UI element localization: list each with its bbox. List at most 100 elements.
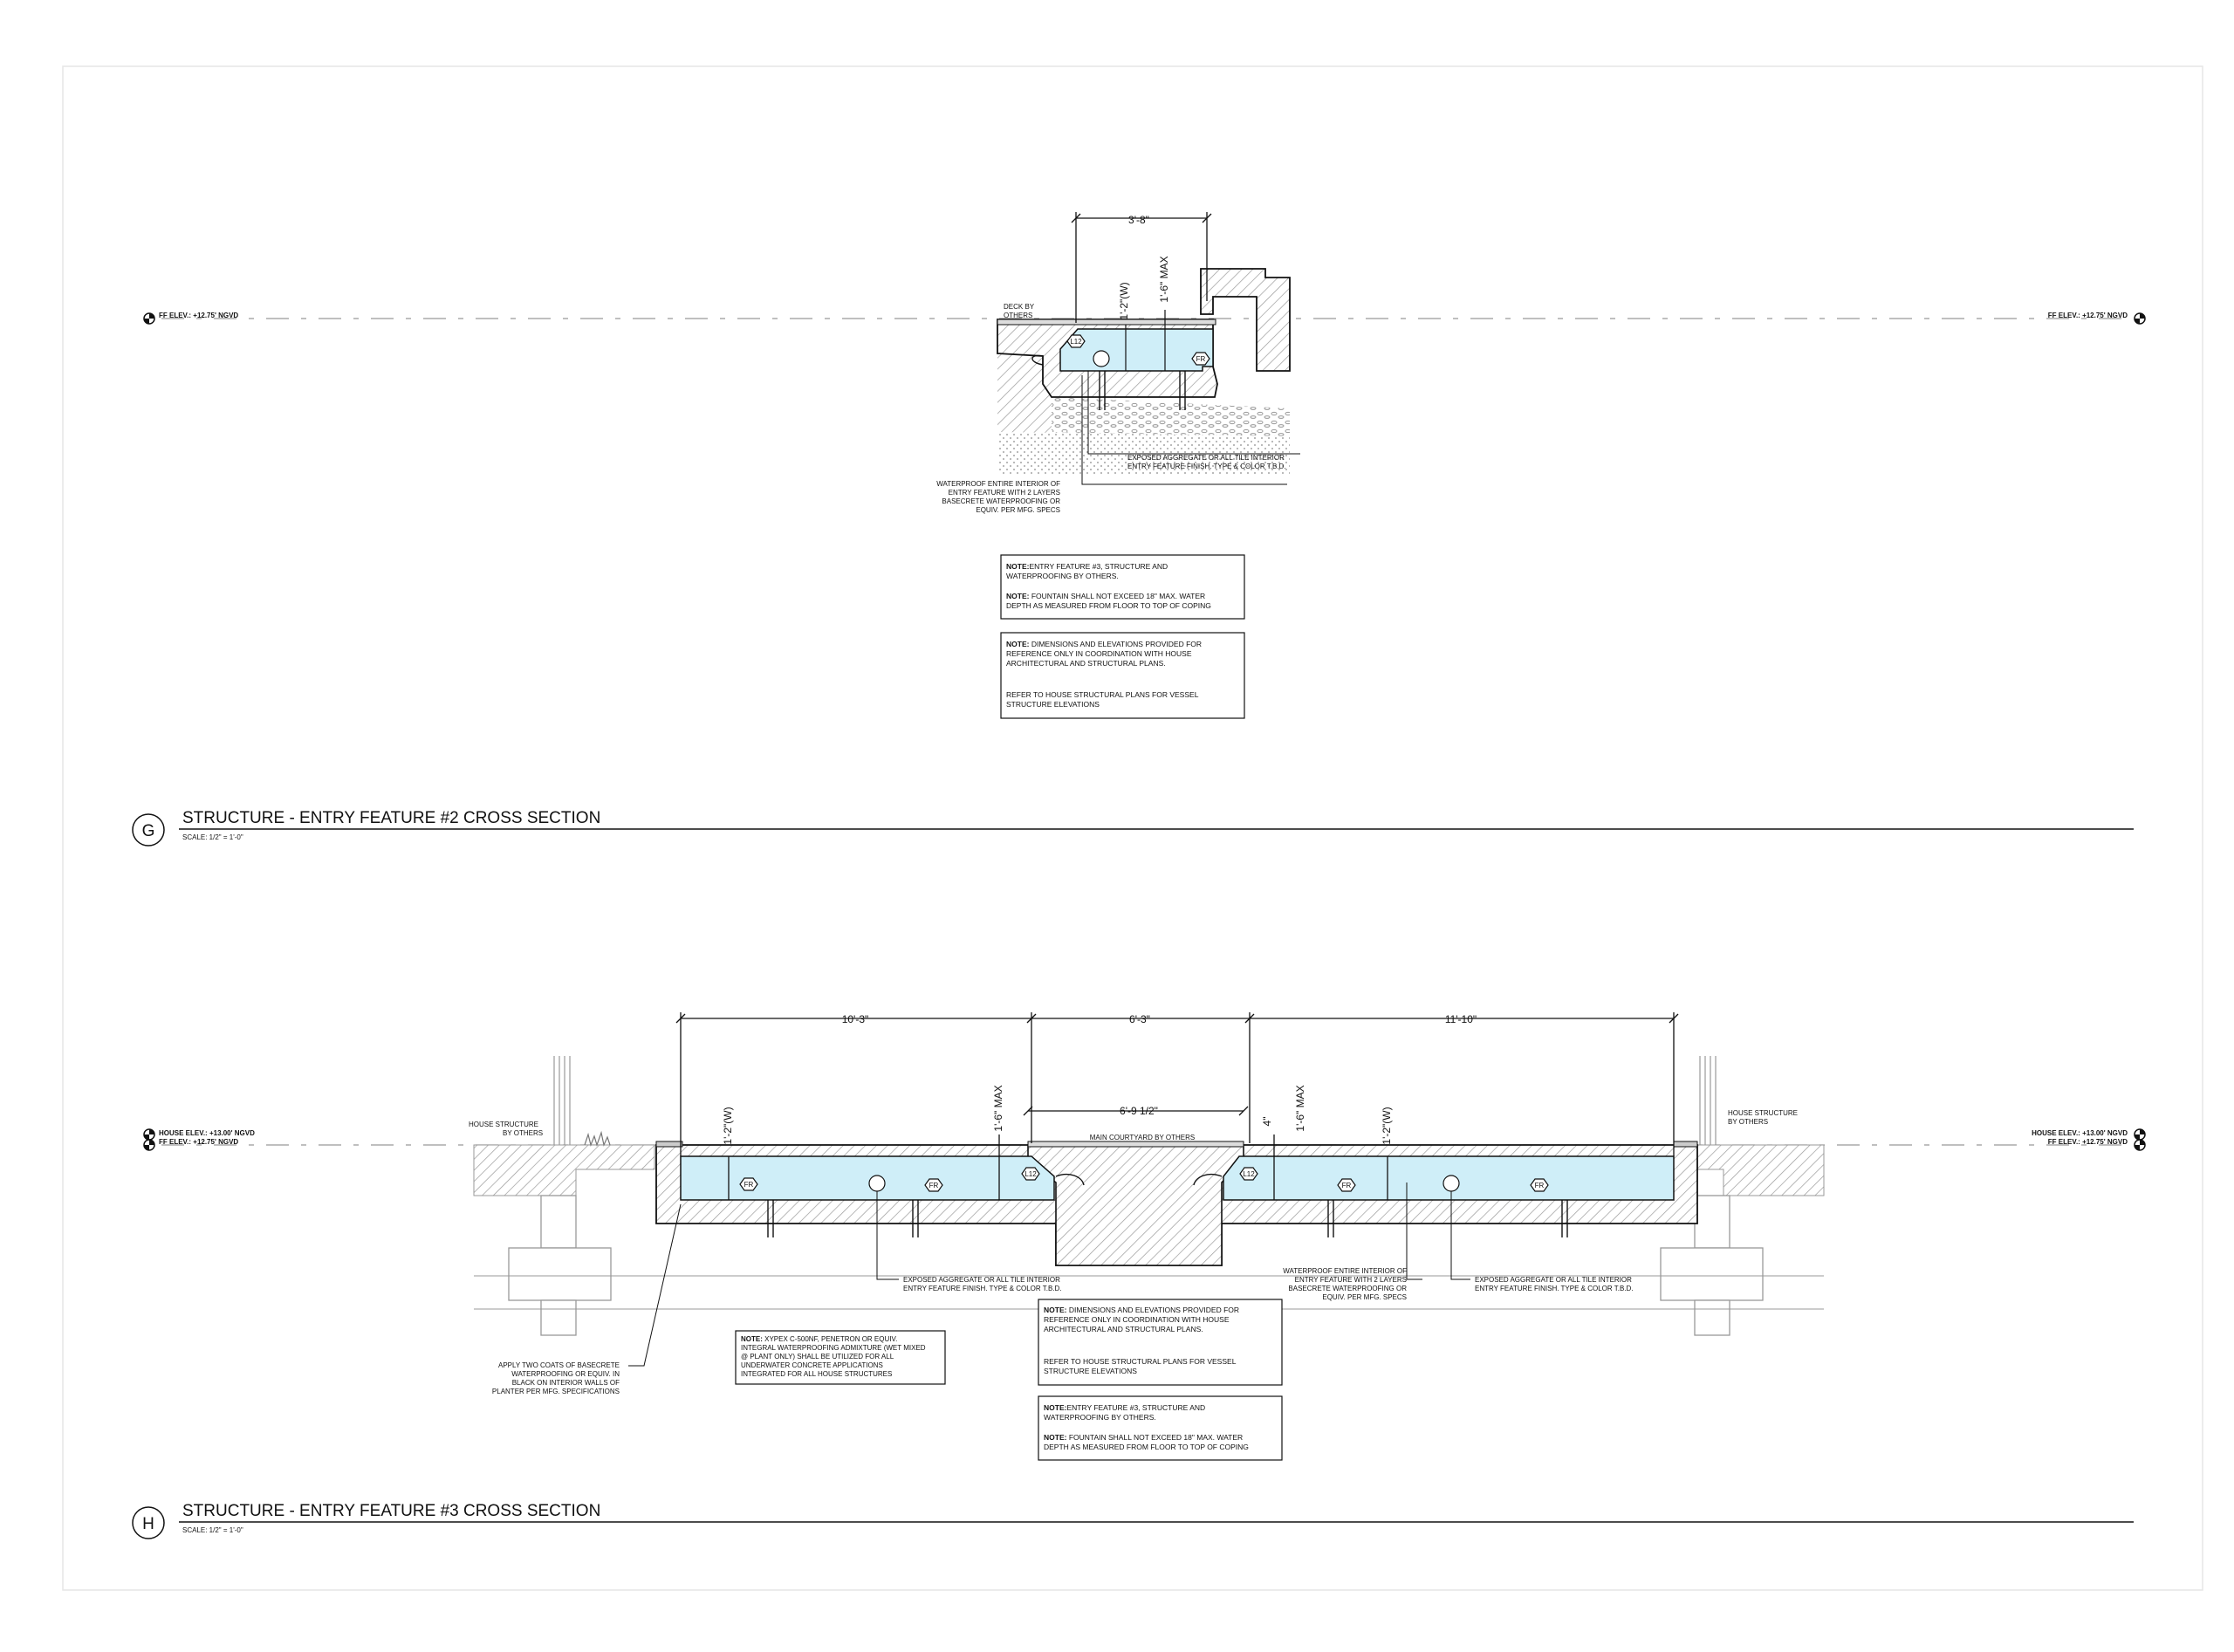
note-h2-line-2: STRUCTURE ELEVATIONS — [1044, 1367, 1137, 1375]
callouts-h-leaders — [628, 1182, 1470, 1367]
section-h-scale: SCALE: 1/2" = 1'-0" — [182, 1526, 243, 1534]
sheet-border — [62, 65, 2203, 1591]
tag-l12-icon-h2: L12 — [1239, 1167, 1258, 1181]
tag-fr-h1-label: FR — [744, 1181, 754, 1189]
callout-finish-left-2: ENTRY FEATURE FINISH. TYPE & COLOR T.B.D… — [903, 1285, 1062, 1292]
tag-fr-h3-label: FR — [1342, 1182, 1352, 1189]
house-structure-left — [473, 1144, 655, 1196]
ff-elev-left: FF ELEV.: +12.75' NGVD — [159, 1138, 238, 1146]
callout-waterproof-line-1: WATERPROOF ENTIRE INTERIOR OF — [936, 480, 1060, 488]
tag-fr-icon-h2: FR — [924, 1178, 943, 1192]
tag-fr-icon-h1: FR — [739, 1177, 758, 1191]
dimension-center-label: 6'-3" — [1129, 1013, 1150, 1025]
dimension-width-label: 3'-8" — [1128, 214, 1149, 226]
callout-finish-leader — [1081, 371, 1300, 485]
section-g-note-box-2 — [1000, 632, 1245, 719]
drain-pipes-icon — [1031, 354, 1186, 410]
house-footing-right — [1660, 1247, 1764, 1301]
elevation-label-right: FF ELEV.: +12.75' NGVD — [2048, 312, 2128, 319]
dimension-left-label: 10'-3" — [842, 1013, 869, 1025]
water-basin-left — [680, 1155, 1055, 1201]
callout-finish-line-1: EXPOSED AGGREGATE OR ALL TILE INTERIOR — [1127, 454, 1285, 462]
house-structure-right — [1696, 1144, 1825, 1196]
callout-waterproof-2: ENTRY FEATURE WITH 2 LAYERS — [1295, 1276, 1407, 1284]
note-xypex-line-4: UNDERWATER CONCRETE APPLICATIONS — [741, 1361, 883, 1369]
note-h-box-2 — [1038, 1395, 1283, 1461]
coping-right — [1673, 1141, 1698, 1148]
note-g3-line-2: REFERENCE ONLY IN COORDINATION WITH HOUS… — [1006, 649, 1192, 658]
inlet-fitting-h1-icon — [868, 1175, 886, 1192]
section-g: FF ELEV.: +12.75' NGVD FF ELEV.: +12.75'… — [132, 212, 2146, 847]
elevation-marker-h-left-icon — [143, 1128, 155, 1151]
house-left-label-2: BY OTHERS — [503, 1129, 543, 1137]
callout-waterproof-4: EQUIV. PER MFG. SPECS — [1322, 1293, 1407, 1301]
tag-l12-h2-label: L12 — [1243, 1170, 1255, 1178]
note-h2-line-1: REFER TO HOUSE STRUCTURAL PLANS FOR VESS… — [1044, 1357, 1237, 1366]
planter-grass-icon — [584, 1130, 611, 1147]
section-marker-h — [132, 1506, 165, 1539]
dimension-w-right-label: 1'-2"(W) — [1381, 1107, 1393, 1144]
note-h3-line-1: NOTE:ENTRY FEATURE #3, STRUCTURE AND — [1044, 1403, 1205, 1412]
courtyard-slab — [1027, 1141, 1244, 1148]
dimension-max-left-label: 1'-6" MAX — [992, 1085, 1004, 1131]
section-marker-g — [132, 813, 165, 847]
elevation-marker-h-right-icon — [2134, 1128, 2146, 1151]
section-g-note-box-1 — [1000, 554, 1245, 620]
note-h4-line-2: DEPTH AS MEASURED FROM FLOOR TO TOP OF C… — [1044, 1443, 1249, 1451]
section-g-water — [1059, 328, 1214, 372]
house-right-label-1: HOUSE STRUCTURE — [1728, 1109, 1798, 1117]
note-g1-line-2: WATERPROOFING BY OTHERS. — [1006, 572, 1119, 580]
note-xypex-line-3: @ PLANT ONLY) SHALL BE UTILIZED FOR ALL — [741, 1353, 894, 1361]
drain-pipes-h-icon — [767, 1173, 1568, 1237]
dimension-inner-label: 6'-9 1/2" — [1120, 1105, 1158, 1117]
section-g-title: STRUCTURE - ENTRY FEATURE #2 CROSS SECTI… — [182, 809, 600, 827]
callout-waterproof-3: BASECRETE WATERPROOFING OR — [1288, 1285, 1407, 1292]
callout-waterproof-line-4: EQUIV. PER MFG. SPECS — [976, 506, 1060, 514]
tag-l12-icon-h1: L12 — [1021, 1167, 1040, 1181]
callout-apply-1: APPLY TWO COATS OF BASECRETE — [498, 1361, 620, 1369]
note-g4-line-2: STRUCTURE ELEVATIONS — [1006, 700, 1100, 709]
house-pile-left — [540, 1299, 577, 1336]
dimension-max-right-label: 1'-6" MAX — [1294, 1085, 1306, 1131]
dimension-w-left-label: 1'-2"(W) — [722, 1107, 734, 1144]
note-h4-line-1: NOTE: FOUNTAIN SHALL NOT EXCEED 18" MAX.… — [1044, 1433, 1243, 1442]
house-left-label-1: HOUSE STRUCTURE — [469, 1121, 538, 1128]
section-g-coping — [997, 319, 1216, 326]
section-h-title: STRUCTURE - ENTRY FEATURE #3 CROSS SECTI… — [182, 1502, 600, 1520]
callout-apply-4: PLANTER PER MFG. SPECIFICATIONS — [492, 1388, 620, 1395]
callout-finish-right-2: ENTRY FEATURE FINISH. TYPE & COLOR T.B.D… — [1475, 1285, 1634, 1292]
note-xypex-line-5: INTEGRATED FOR ALL HOUSE STRUCTURES — [741, 1370, 892, 1378]
note-h-box-1 — [1038, 1299, 1283, 1386]
callout-apply-3: BLACK ON INTERIOR WALLS OF — [512, 1379, 620, 1387]
dimension-max-label: 1'-6" MAX — [1158, 256, 1170, 302]
note-g2-line-1: NOTE: FOUNTAIN SHALL NOT EXCEED 18" MAX.… — [1006, 592, 1205, 600]
dimension-depth — [1125, 310, 1166, 371]
inlet-fitting-icon — [1093, 350, 1110, 367]
callout-waterproof-line-3: BASECRETE WATERPROOFING OR — [942, 497, 1060, 505]
inlet-fitting-h2-icon — [1443, 1175, 1460, 1192]
dimension-4-label: 4" — [1261, 1117, 1273, 1127]
dimension-chain-h — [675, 1012, 1679, 1200]
note-g4-line-1: REFER TO HOUSE STRUCTURAL PLANS FOR VESS… — [1006, 690, 1199, 699]
section-g-house-wall — [1200, 268, 1291, 372]
deck-label-2: OTHERS — [1004, 312, 1032, 319]
deck-label-1: DECK BY — [1004, 303, 1035, 311]
callout-waterproof-line-2: ENTRY FEATURE WITH 2 LAYERS — [949, 489, 1060, 497]
tag-fr-icon-h4: FR — [1530, 1178, 1549, 1192]
note-h1-line-3: ARCHITECTURAL AND STRUCTURAL PLANS. — [1044, 1325, 1203, 1333]
section-marker-g-label: G — [142, 822, 155, 840]
house-footing-left-post — [540, 1195, 577, 1249]
note-xypex-line-1: NOTE: XYPEX C-500NF, PENETRON OR EQUIV. — [741, 1335, 897, 1343]
note-h1-line-2: REFERENCE ONLY IN COORDINATION WITH HOUS… — [1044, 1315, 1230, 1324]
elevation-label-left: FF ELEV.: +12.75' NGVD — [159, 312, 238, 319]
tag-fr-h2-label: FR — [929, 1182, 939, 1189]
elevation-marker-left-icon — [143, 312, 155, 325]
note-xypex-box — [735, 1330, 946, 1385]
callout-waterproof-1: WATERPROOF ENTIRE INTERIOR OF — [1283, 1267, 1407, 1275]
note-g2-line-2: DEPTH AS MEASURED FROM FLOOR TO TOP OF C… — [1006, 601, 1211, 610]
callout-finish-line-2: ENTRY FEATURE FINISH. TYPE & COLOR T.B.D… — [1127, 463, 1286, 470]
note-xypex-line-2: INTEGRAL WATERPROOFING ADMIXTURE (WET MI… — [741, 1344, 926, 1352]
section-g-gravel — [1052, 397, 1290, 436]
dimension-width — [1071, 212, 1212, 323]
